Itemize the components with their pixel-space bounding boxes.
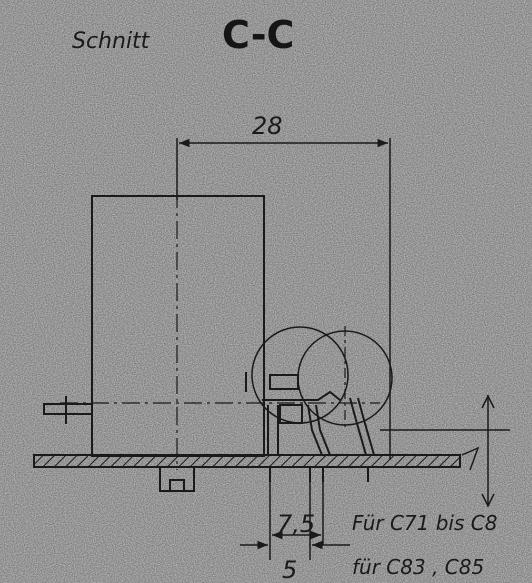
pcb-board	[33, 454, 461, 468]
height-dimension	[380, 394, 510, 508]
dimension-5-label: 5	[282, 556, 297, 583]
screw-bottom	[159, 466, 195, 492]
terminal-pins	[269, 467, 369, 482]
note-c71: Für C71 bis C8	[352, 511, 497, 535]
dimension-7-5-label: 7,5	[277, 510, 315, 538]
bottom-dimensions	[240, 482, 350, 560]
mounting-clip-left	[43, 396, 93, 424]
section-prefix: Schnitt	[72, 29, 151, 54]
terminal-bracket	[245, 372, 375, 456]
dimension-28	[176, 138, 391, 460]
note-c83: für C83 , C85	[352, 555, 484, 579]
dimension-28-label: 28	[252, 112, 283, 140]
section-label: C-C	[222, 13, 294, 57]
